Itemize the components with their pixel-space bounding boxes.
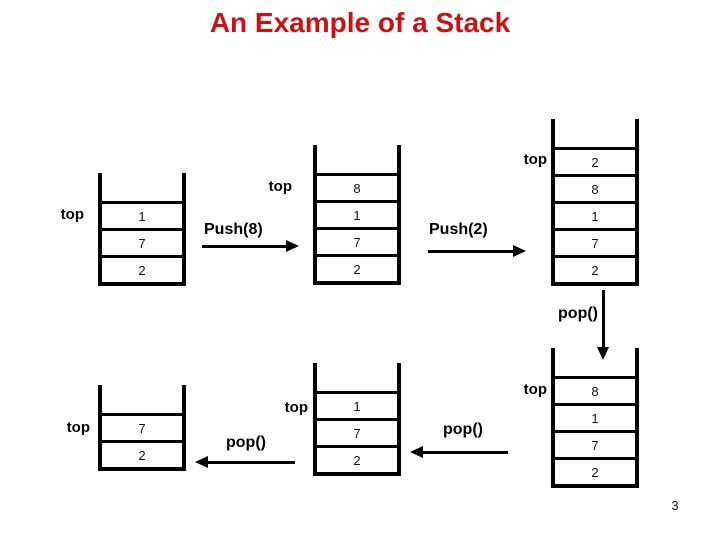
- arrow-head: [195, 456, 208, 468]
- stack-cell: 7: [102, 413, 182, 440]
- stack-cell: 7: [317, 227, 397, 254]
- arrow-shaft: [421, 451, 508, 454]
- arrow-head: [286, 240, 299, 252]
- stack-cell: 1: [317, 391, 397, 418]
- arrow-shaft: [206, 461, 295, 464]
- arrow-head: [597, 347, 609, 360]
- arrow-shaft: [428, 250, 514, 253]
- page-title: An Example of a Stack: [209, 7, 511, 38]
- stack-open-top: [102, 385, 182, 413]
- stack-open-top: [317, 363, 397, 391]
- stack-cell: 2: [102, 255, 182, 282]
- arrow-head: [410, 446, 423, 458]
- stack-cell: 2: [555, 457, 635, 484]
- stack-cell: 7: [317, 418, 397, 445]
- arrow-shaft: [202, 245, 287, 248]
- top-pointer-label-after-push8: top: [268, 178, 292, 195]
- stack-open-top: [555, 119, 635, 147]
- stack-cell: 2: [317, 445, 397, 472]
- page-number: 3: [671, 498, 679, 513]
- stack-open-top: [555, 348, 635, 376]
- stack-cell: 1: [555, 201, 635, 228]
- stack-cell: 2: [102, 440, 182, 467]
- stack-cell: 1: [317, 200, 397, 227]
- push2-label: Push(2): [429, 221, 488, 238]
- stack-cell: 1: [555, 403, 635, 430]
- stack-cell: 7: [555, 228, 635, 255]
- pop1-label: pop(): [558, 305, 598, 322]
- stack-open-top: [317, 145, 397, 173]
- arrow-shaft: [602, 290, 605, 348]
- pop3-label: pop(): [226, 434, 266, 451]
- stack-cell: 2: [317, 254, 397, 281]
- top-pointer-label-after-pop1: top: [523, 381, 547, 398]
- top-pointer-label-initial: top: [60, 206, 84, 223]
- pop2-label: pop(): [443, 421, 483, 438]
- stack-open-top: [102, 173, 182, 201]
- stack-cell: 2: [555, 147, 635, 174]
- stack-cell: 2: [555, 255, 635, 282]
- stack-cell: 8: [555, 174, 635, 201]
- stack-cell: 1: [102, 201, 182, 228]
- push8-label: Push(8): [204, 221, 263, 238]
- stack-cell: 8: [555, 376, 635, 403]
- arrow-head: [513, 245, 526, 257]
- top-pointer-label-after-push2: top: [523, 151, 547, 168]
- top-pointer-label-after-pop3: top: [66, 419, 90, 436]
- top-pointer-label-after-pop2: top: [284, 399, 308, 416]
- stack-cell: 7: [555, 430, 635, 457]
- stack-cell: 8: [317, 173, 397, 200]
- stack-cell: 7: [102, 228, 182, 255]
